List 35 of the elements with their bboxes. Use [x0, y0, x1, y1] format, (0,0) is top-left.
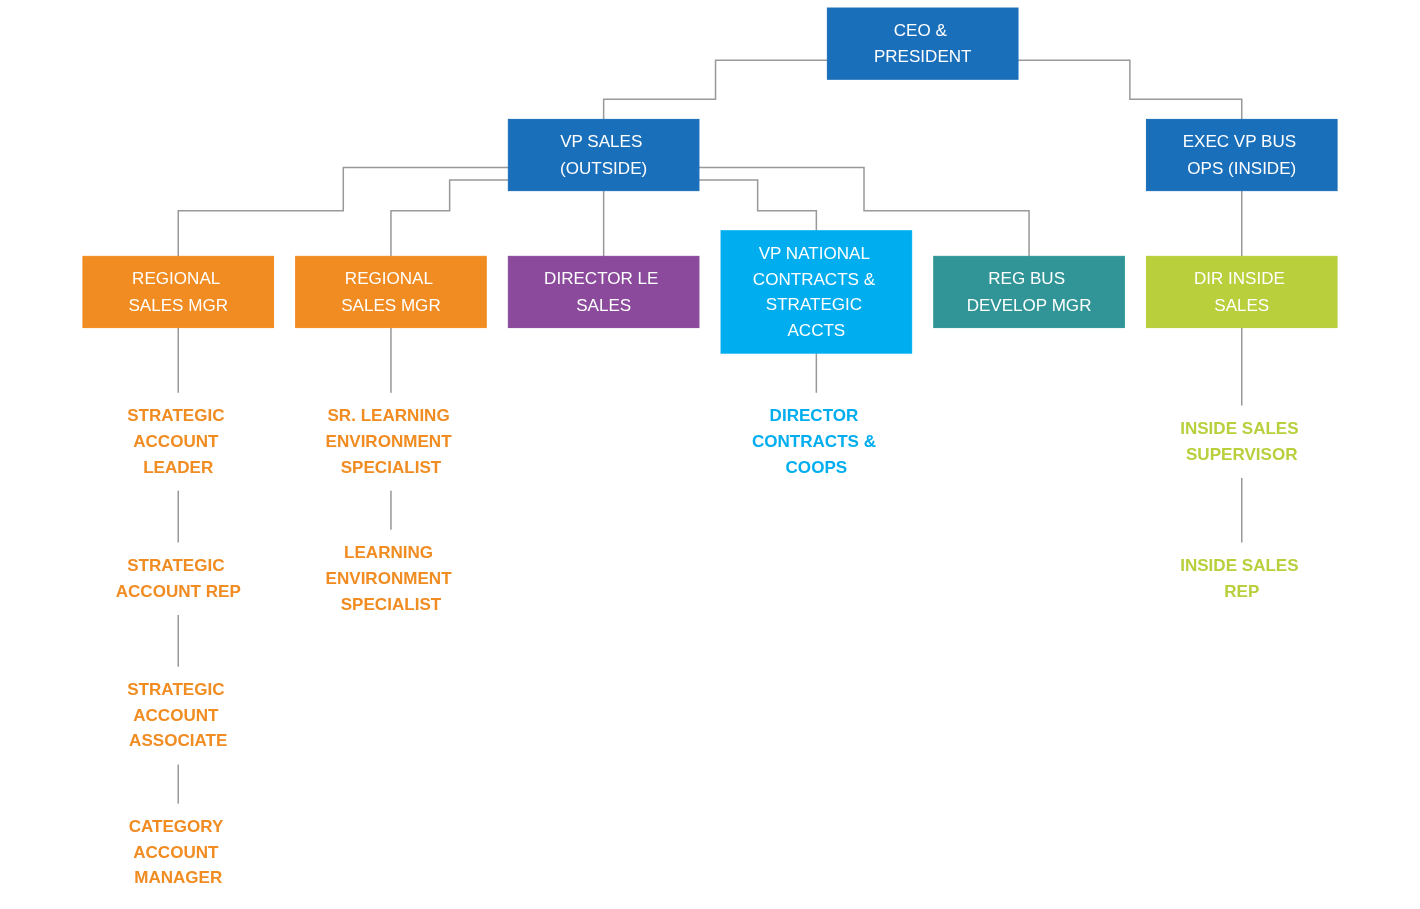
connector	[602, 59, 829, 121]
connector	[698, 166, 1030, 258]
node-text: CATEGORY ACCOUNT MANAGER	[128, 817, 224, 888]
connector	[390, 489, 392, 531]
connector	[1017, 59, 1243, 121]
node-box: VP NATIONAL CONTRACTS & STRATEGIC ACCTS	[720, 230, 913, 354]
node-text: STRATEGIC ACCOUNT REP	[115, 556, 241, 601]
node-text: INSIDE SALES REP	[1180, 556, 1299, 601]
node-box: EXEC VP BUS OPS (INSIDE)	[1145, 118, 1338, 192]
node-text: STRATEGIC ACCOUNT LEADER	[127, 406, 225, 477]
node-text: STRATEGIC ACCOUNT ASSOCIATE	[127, 680, 228, 751]
connector	[177, 763, 179, 805]
node-text: LEARNING ENVIRONMENT SPECIALIST	[325, 543, 452, 614]
connector	[1241, 189, 1243, 258]
node-text: INSIDE SALES SUPERVISOR	[1180, 419, 1299, 464]
connector	[177, 613, 179, 668]
connector	[1241, 326, 1243, 407]
connector	[177, 166, 510, 258]
connector	[177, 489, 179, 544]
connector	[177, 326, 179, 395]
node-box: CEO & PRESIDENT	[826, 7, 1019, 80]
node-box: REG BUS DEVELOP MGR	[933, 255, 1125, 329]
node-text: DIRECTOR CONTRACTS & COOPS	[751, 406, 877, 477]
node-box: DIR INSIDE SALES	[1145, 255, 1338, 329]
node-box: REGIONAL SALES MGR	[82, 255, 275, 329]
connector	[815, 352, 818, 395]
connector	[390, 326, 392, 395]
connector	[390, 179, 510, 258]
connector	[602, 189, 605, 258]
node-text: SR. LEARNING ENVIRONMENT SPECIALIST	[325, 406, 452, 477]
node-box: DIRECTOR LE SALES	[507, 255, 700, 329]
connector	[698, 179, 818, 232]
node-box: REGIONAL SALES MGR	[295, 255, 487, 329]
connector	[1241, 476, 1243, 544]
node-box: VP SALES (OUTSIDE)	[507, 118, 700, 192]
